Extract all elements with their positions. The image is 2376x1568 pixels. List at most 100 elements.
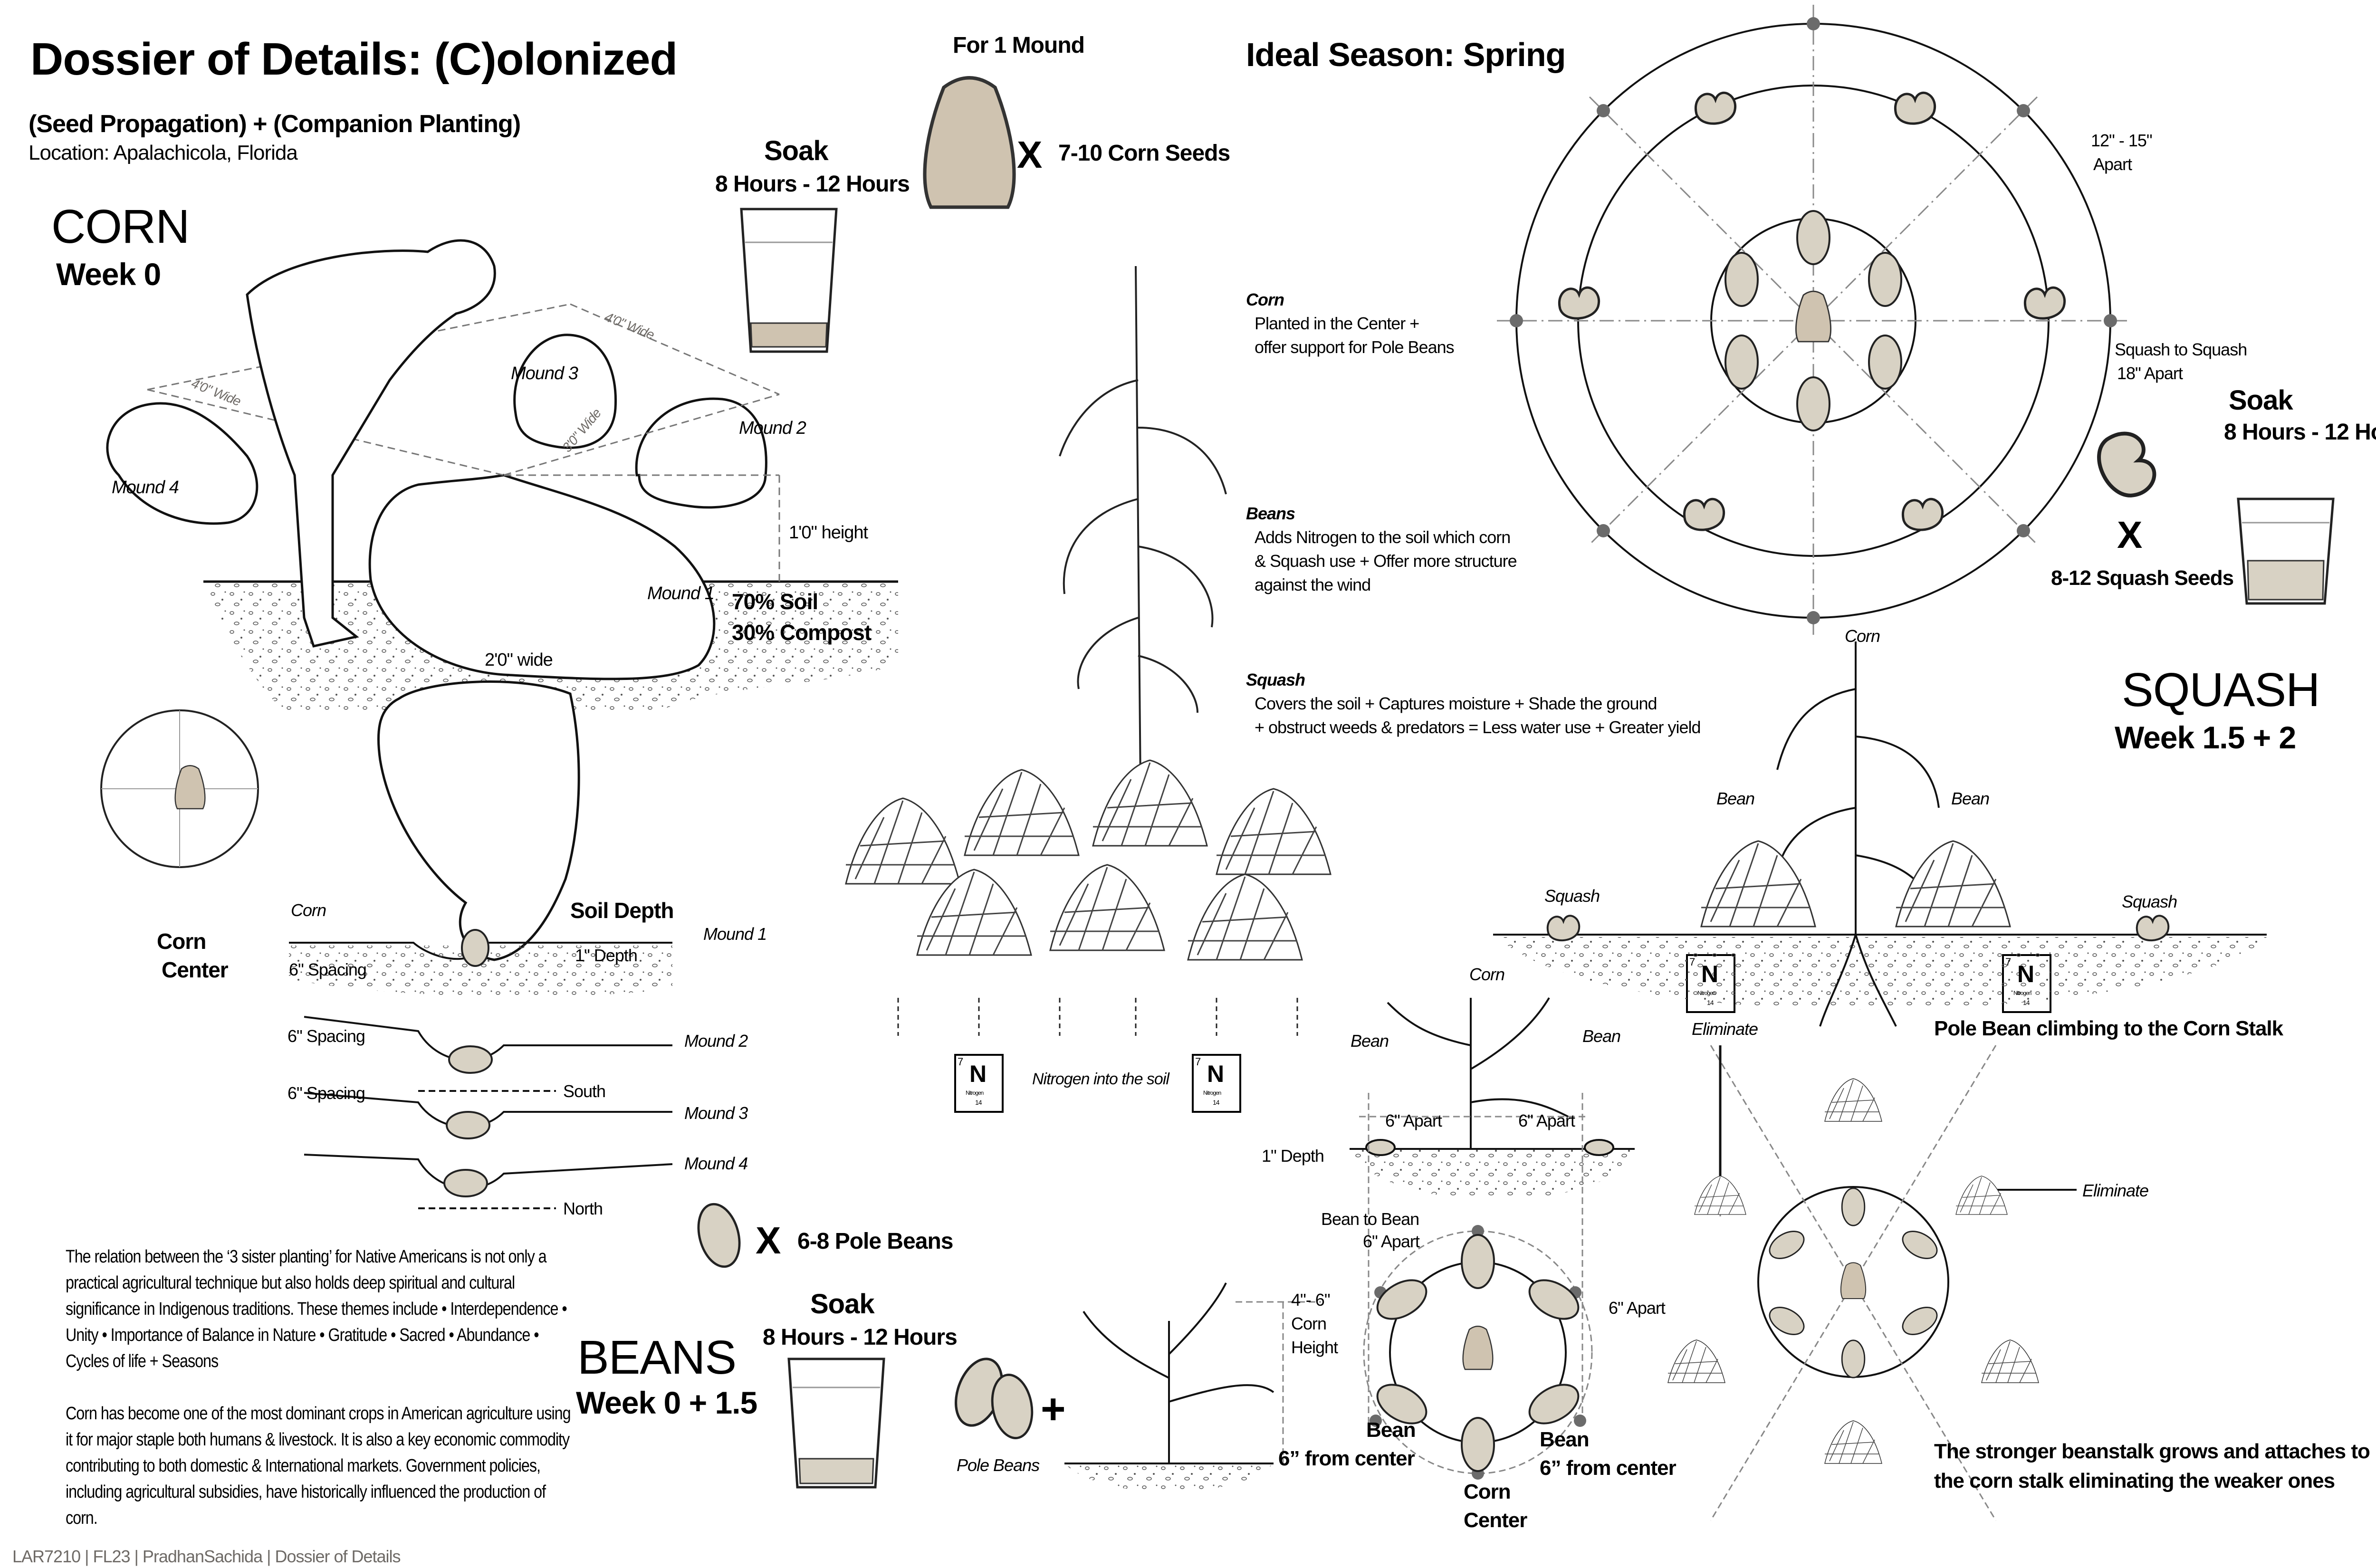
bean-plan-corn: Corn: [1469, 965, 1505, 984]
role-corn-line-2: offer support for Pole Beans: [1255, 337, 1455, 357]
outer-ring-markers: [1510, 17, 2117, 624]
beans-multiplier: X: [756, 1219, 781, 1262]
beans-week: Week 0 + 1.5: [576, 1385, 757, 1420]
n4-symbol: N: [2017, 961, 2034, 987]
mound-height-label: 1'0" height: [789, 523, 868, 543]
n3-name: Nitrogen: [1697, 990, 1715, 996]
bean-plan-corn-center-1: Corn: [1464, 1480, 1511, 1503]
bean-right-distance: 6” from center: [1540, 1456, 1677, 1480]
squash-section-bean-left: Bean: [1716, 789, 1755, 808]
n1-mass: 14: [975, 1099, 982, 1106]
role-squash-title: Squash: [1246, 670, 1305, 689]
squash-heading: SQUASH: [2122, 663, 2320, 717]
bean-plan-apart-right: 6" Apart: [1518, 1111, 1575, 1130]
bean-to-bean-1: Bean to Bean: [1321, 1209, 1419, 1229]
corn-center-label-2: Center: [162, 957, 229, 982]
corn-heading: CORN: [51, 200, 190, 253]
plus-sign: +: [1041, 1386, 1066, 1433]
depth-mound-4: Mound 4: [684, 1154, 748, 1173]
one-inch-depth: 1" Depth: [575, 946, 638, 965]
bean-to-bean-2: 6" Apart: [1363, 1232, 1420, 1251]
corn-economy-paragraph: Corn has become one of the most dominant…: [66, 1404, 571, 1528]
n2-name: Nitrogen: [1203, 1090, 1221, 1096]
three-sisters-paragraph: The relation between the ‘3 sister plant…: [66, 1247, 567, 1371]
subtitle: (Seed Propagation) + (Companion Planting…: [29, 110, 521, 138]
mound-3-label: Mound 3: [511, 363, 578, 383]
page-title: Dossier of Details: (C)olonized: [30, 34, 678, 85]
squash-soak-title: Soak: [2229, 385, 2293, 416]
squash-multiplier: X: [2117, 514, 2142, 556]
mound-3-shape: [513, 334, 617, 449]
soak-cup-corn-icon: [740, 208, 838, 353]
for-one-mound: For 1 Mound: [953, 33, 1085, 58]
stronger-beanstalk-line-1: The stronger beanstalk grows and attache…: [1934, 1440, 2370, 1463]
role-squash-line-2: + obstruct weeds & predators = Less wate…: [1255, 717, 1701, 737]
n3-symbol: N: [1701, 961, 1718, 987]
role-corn-line-1: Planted in the Center +: [1255, 314, 1419, 333]
soil-depth-diagram: [289, 929, 673, 1209]
corn-soak-time: 8 Hours - 12 Hours: [715, 172, 910, 197]
outer-spacing-2: Apart: [2093, 154, 2132, 174]
corn-center-plan: [100, 709, 259, 868]
corn-soak-title: Soak: [764, 135, 829, 166]
soil-depth-heading: Soil Depth: [570, 898, 674, 923]
pole-bean-seed-icon: [692, 1200, 746, 1272]
n4-mass: 14: [2023, 999, 2030, 1006]
n2-mass: 14: [1213, 1099, 1220, 1106]
role-beans-title: Beans: [1246, 504, 1295, 523]
role-beans-line-2: & Squash use + Offer more structure: [1255, 551, 1517, 571]
nitrogen-caption: Nitrogen into the soil: [1032, 1070, 1169, 1088]
ideal-season: Ideal Season: Spring: [1246, 36, 1566, 73]
corn-multiplier: X: [1017, 134, 1042, 176]
squash-soak-time: 8 Hours - 12 Hours: [2224, 420, 2376, 445]
corn-seed-icon: [925, 78, 1014, 207]
squash-seed-count: 8-12 Squash Seeds: [2051, 566, 2234, 590]
corn-seedling-drawing: [1064, 1282, 1321, 1492]
corn-seed-count: 7-10 Corn Seeds: [1058, 141, 1230, 166]
soak-cup-squash-icon: [2237, 497, 2335, 605]
pole-bean-count: 6-8 Pole Beans: [797, 1229, 953, 1254]
n2-symbol: N: [1207, 1061, 1224, 1087]
role-beans-line-3: against the wind: [1255, 575, 1371, 594]
spacing-label-1: 6" Spacing: [289, 960, 367, 979]
corn-center-label-1: Corn: [157, 929, 206, 954]
beans-soak-title: Soak: [810, 1289, 875, 1319]
corn-height-3: Height: [1291, 1338, 1338, 1357]
nitrogen-arrows: [897, 998, 1298, 1036]
bean-plan-depth: 1" Depth: [1262, 1146, 1324, 1166]
south-label: South: [563, 1081, 606, 1101]
squash-section-corn: Corn: [1845, 626, 1880, 646]
mound-4-label: Mound 4: [112, 478, 179, 497]
depth-mound-3: Mound 3: [684, 1103, 748, 1123]
role-beans-line-1: Adds Nitrogen to the soil which corn: [1255, 527, 1511, 547]
soil-ratio: 70% Soil: [732, 589, 818, 614]
bean-seed-icons-ring2: [1764, 1187, 1943, 1378]
bean-left-label: Bean: [1366, 1418, 1416, 1442]
beans-heading: BEANS: [577, 1331, 737, 1384]
bean-plan-corn-center-2: Center: [1464, 1509, 1527, 1532]
squash-seed-large-icon: [2092, 427, 2160, 504]
mound-2-label: Mound 2: [739, 418, 806, 438]
footer-credit: LAR7210 | FL23 | PradhanSachida | Dossie…: [12, 1547, 401, 1566]
three-sisters-illustration: [845, 266, 1332, 961]
squash-section-squash-left: Squash: [1544, 886, 1600, 906]
mound-base-width-label: 2'0" wide: [485, 650, 553, 670]
compost-ratio: 30% Compost: [732, 620, 872, 645]
eliminate-label-1: Eliminate: [1692, 1019, 1758, 1039]
squash-week: Week 1.5 + 2: [2115, 720, 2296, 755]
squash-section-bean-right: Bean: [1951, 789, 1990, 808]
squash-spacing-1: Squash to Squash: [2115, 340, 2247, 359]
pole-bean-climbing: Pole Bean climbing to the Corn Stalk: [1934, 1017, 2283, 1040]
bean-planting-diagram: [1350, 997, 1635, 1480]
squash-section-squash-right: Squash: [2122, 892, 2177, 911]
eliminate-label-2: Eliminate: [2082, 1181, 2149, 1200]
n1-name: Nitrogen: [966, 1090, 984, 1096]
corn-height-2: Corn: [1291, 1314, 1327, 1333]
pole-bean-pair-icon: [948, 1352, 1037, 1441]
body-text: The relation between the ‘3 sister plant…: [66, 1244, 579, 1531]
mound-1-label: Mound 1: [647, 583, 715, 603]
corn-week: Week 0: [56, 257, 161, 292]
hand-drawing: [377, 680, 580, 961]
stronger-beanstalk-line-2: the corn stalk eliminating the weaker on…: [1934, 1469, 2335, 1492]
